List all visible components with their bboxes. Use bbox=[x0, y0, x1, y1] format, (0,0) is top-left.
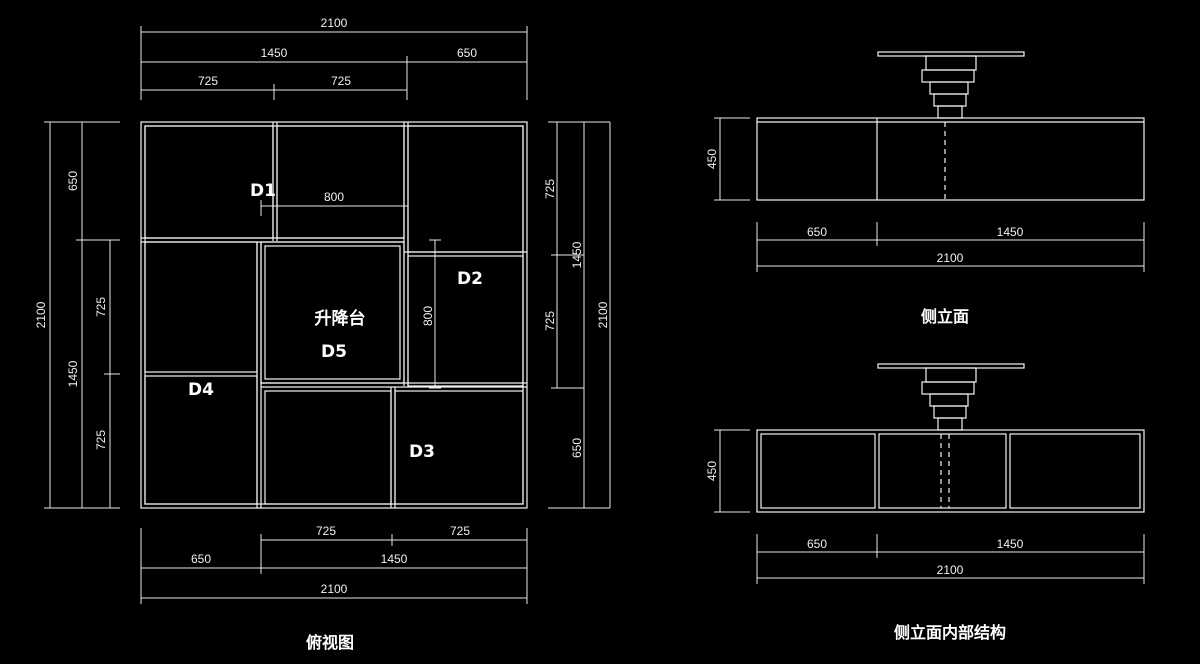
internal-cell-left bbox=[760, 433, 876, 509]
dim-right-650: 650 bbox=[570, 438, 584, 458]
side-internal-title: 侧立面内部结构 bbox=[894, 623, 1006, 642]
bottom-dimensions: 725 725 650 1450 2100 bbox=[140, 524, 528, 604]
top-right-cell bbox=[407, 125, 524, 253]
lift-step-5 bbox=[937, 417, 963, 431]
side-int-dim-650: 650 bbox=[807, 537, 827, 551]
dim-top-725-b: 725 bbox=[331, 74, 351, 88]
dim-bottom-650: 650 bbox=[191, 552, 211, 566]
dim-top-total: 2100 bbox=[321, 16, 348, 30]
dim-bottom-1450: 1450 bbox=[381, 552, 408, 566]
dim-right-725-a: 725 bbox=[543, 179, 557, 199]
top-view: 800 800 D1 D2 D3 D4 升降台 D5 2100 1450 650… bbox=[34, 16, 611, 652]
lift-step-4 bbox=[933, 405, 967, 419]
lift-step-3 bbox=[929, 393, 969, 407]
dim-left-725-b: 725 bbox=[94, 430, 108, 450]
module-d1-cell-right bbox=[276, 125, 405, 239]
module-d3-cell-left bbox=[264, 390, 392, 505]
side-elev-dim-height: 450 bbox=[705, 149, 719, 169]
lift-step-3 bbox=[929, 81, 969, 95]
side-elev-dim-1450: 1450 bbox=[997, 225, 1024, 239]
lift-step-2 bbox=[921, 69, 975, 83]
internal-cell-middle bbox=[878, 433, 1007, 509]
dim-right-1450: 1450 bbox=[570, 241, 584, 268]
dim-bottom-725-a: 725 bbox=[316, 524, 336, 538]
side-int-dim-height: 450 bbox=[705, 461, 719, 481]
side-elev-dim-650: 650 bbox=[807, 225, 827, 239]
side-internal-structure: 450 650 1450 2100 侧立面内部结构 bbox=[705, 363, 1145, 642]
dim-left-725-a: 725 bbox=[94, 297, 108, 317]
left-dimensions: 2100 650 1450 725 725 bbox=[34, 121, 120, 509]
dim-top-725-a: 725 bbox=[198, 74, 218, 88]
label-lift-platform: 升降台 bbox=[315, 308, 366, 329]
right-dimensions: 725 725 1450 650 2100 bbox=[543, 121, 611, 509]
lift-step-4 bbox=[933, 93, 967, 107]
lift-step-2 bbox=[921, 381, 975, 395]
dim-top-650: 650 bbox=[457, 46, 477, 60]
side-int-dim-1450: 1450 bbox=[997, 537, 1024, 551]
label-d3: D3 bbox=[409, 442, 435, 462]
label-d2: D2 bbox=[457, 269, 483, 289]
top-dimensions: 2100 1450 650 725 725 bbox=[140, 16, 528, 100]
dim-left-1450: 1450 bbox=[66, 360, 80, 387]
dim-bottom-total: 2100 bbox=[321, 582, 348, 596]
label-d4: D4 bbox=[188, 380, 214, 400]
dim-top-1450: 1450 bbox=[261, 46, 288, 60]
side-int-dim-total: 2100 bbox=[937, 563, 964, 577]
lift-step-1 bbox=[925, 367, 977, 383]
dim-right-725-b: 725 bbox=[543, 311, 557, 331]
module-d2-cell bbox=[407, 255, 524, 387]
module-d5-inner bbox=[264, 245, 401, 380]
dim-bottom-725-b: 725 bbox=[450, 524, 470, 538]
lift-top-plate bbox=[877, 363, 1025, 369]
side-elevation-body bbox=[756, 117, 1145, 201]
dim-inner-800-h: 800 bbox=[324, 190, 344, 204]
module-d4-cell-upper bbox=[144, 241, 258, 373]
internal-cell-right bbox=[1009, 433, 1141, 509]
label-d1: D1 bbox=[250, 181, 276, 201]
dim-left-650: 650 bbox=[66, 171, 80, 191]
lift-step-1 bbox=[925, 55, 977, 71]
top-view-title: 俯视图 bbox=[306, 633, 354, 652]
dim-left-total: 2100 bbox=[34, 301, 48, 328]
side-elev-dim-total: 2100 bbox=[937, 251, 964, 265]
dim-right-total: 2100 bbox=[596, 301, 610, 328]
top-view-outer-frame bbox=[140, 121, 528, 509]
side-elevation-title: 侧立面 bbox=[921, 307, 969, 326]
label-d5: D5 bbox=[321, 342, 347, 362]
dim-inner-800-v: 800 bbox=[421, 306, 435, 326]
side-elevation: 450 650 1450 2100 侧立面 bbox=[705, 51, 1145, 326]
side-internal-body bbox=[756, 429, 1145, 513]
lift-step-5 bbox=[937, 105, 963, 119]
